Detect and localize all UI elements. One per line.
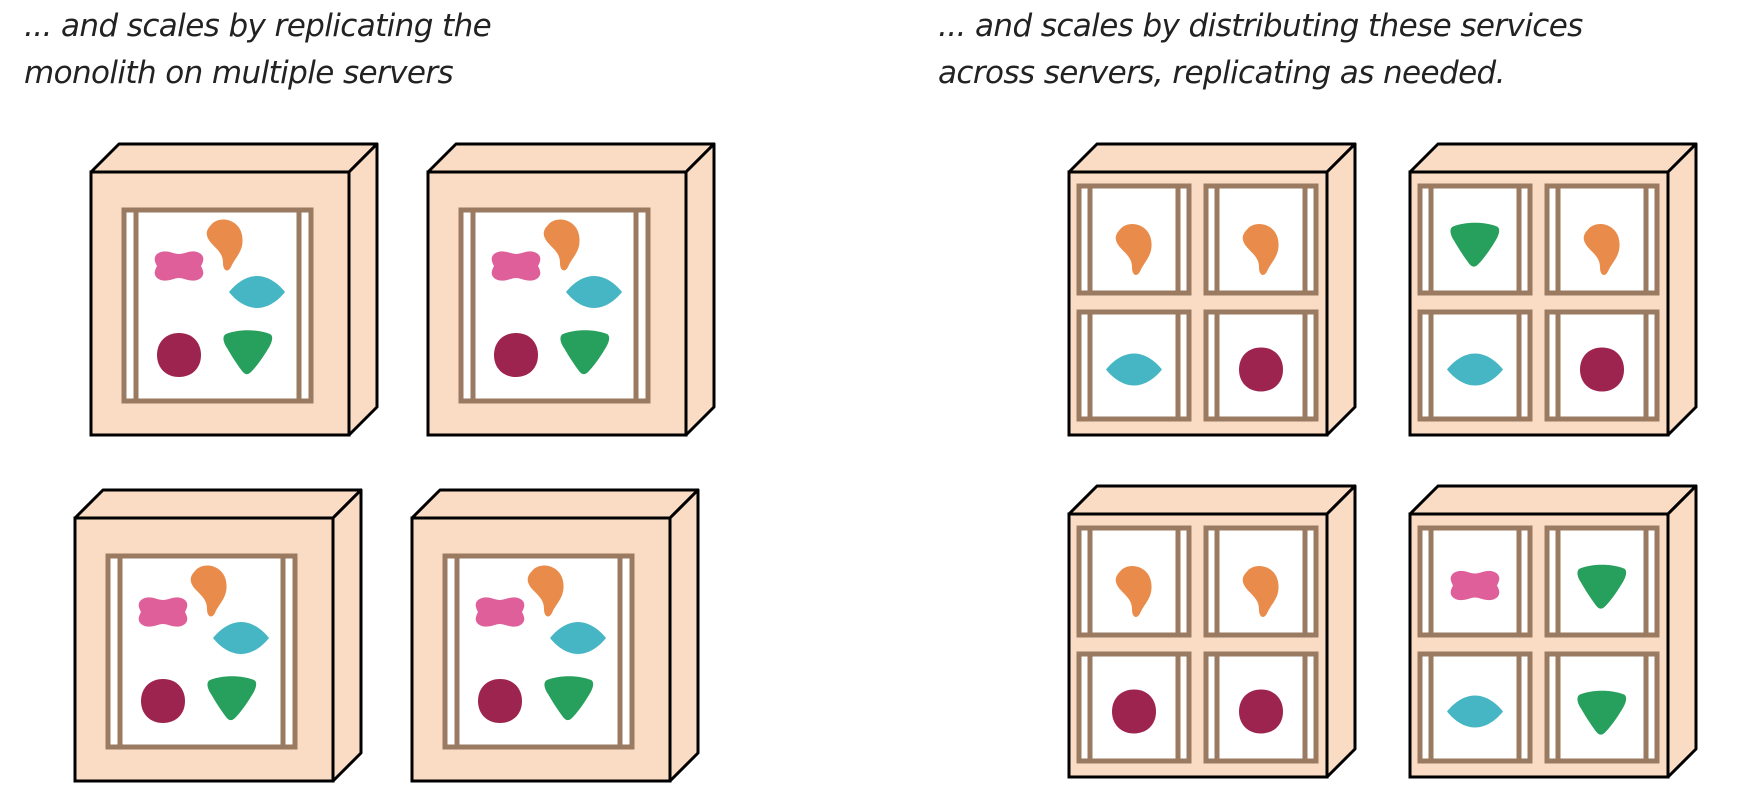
green-service-icon bbox=[1577, 690, 1627, 735]
server-side-face bbox=[1325, 142, 1357, 437]
orange-service-icon bbox=[206, 219, 243, 271]
server-top-face bbox=[410, 488, 700, 520]
service-panel bbox=[1544, 651, 1660, 764]
microservice-server-2 bbox=[1408, 142, 1698, 437]
green-service-icon bbox=[207, 676, 257, 721]
green-service-icon bbox=[544, 676, 594, 721]
server-side-face bbox=[1666, 484, 1698, 779]
orange-service-icon bbox=[543, 219, 580, 271]
teal-service-icon bbox=[566, 276, 622, 308]
server-top-face bbox=[89, 142, 379, 174]
monolith-panel bbox=[458, 207, 651, 404]
server-side-face bbox=[1325, 484, 1357, 779]
caption-microservice-scaling: ... and scales by distributing these ser… bbox=[938, 3, 1583, 97]
panel-frame bbox=[1203, 525, 1319, 638]
service-panel bbox=[1076, 309, 1192, 422]
crimson-service-icon bbox=[494, 333, 538, 377]
microservice-server-3 bbox=[1067, 484, 1357, 779]
pink-service-icon bbox=[491, 251, 541, 281]
green-service-icon bbox=[560, 330, 610, 375]
service-panel bbox=[1417, 525, 1533, 638]
orange-service-icon bbox=[1242, 224, 1279, 275]
caption-line: monolith on multiple servers bbox=[24, 55, 454, 91]
server-side-face bbox=[1666, 142, 1698, 437]
orange-service-icon bbox=[1583, 224, 1620, 275]
caption-monolith-scaling: ... and scales by replicating the monoli… bbox=[24, 3, 492, 97]
caption-line: across servers, replicating as needed. bbox=[938, 55, 1505, 91]
microservice-server-group bbox=[1067, 142, 1698, 779]
server-top-face bbox=[1408, 484, 1698, 516]
monolith-server-3 bbox=[73, 488, 363, 783]
panel-frame bbox=[1544, 525, 1660, 638]
caption-line: ... and scales by replicating the bbox=[24, 8, 492, 44]
service-panel bbox=[1417, 183, 1533, 296]
monolith-server-2 bbox=[426, 142, 716, 437]
teal-service-icon bbox=[1447, 353, 1503, 386]
server-top-face bbox=[1067, 142, 1357, 174]
crimson-service-icon bbox=[1239, 689, 1283, 734]
service-panel bbox=[1076, 183, 1192, 296]
crimson-service-icon bbox=[141, 679, 185, 723]
green-service-icon bbox=[1450, 222, 1500, 267]
server-side-face bbox=[347, 142, 379, 437]
server-top-face bbox=[426, 142, 716, 174]
service-panel bbox=[1076, 525, 1192, 638]
teal-service-icon bbox=[229, 276, 285, 308]
service-panel bbox=[1544, 309, 1660, 422]
service-panel bbox=[1544, 183, 1660, 296]
crimson-service-icon bbox=[1239, 347, 1283, 392]
microservice-server-4 bbox=[1408, 484, 1698, 779]
monolith-server-1 bbox=[89, 142, 379, 437]
server-side-face bbox=[331, 488, 363, 783]
orange-service-icon bbox=[1115, 566, 1152, 617]
crimson-service-icon bbox=[1580, 347, 1624, 392]
server-side-face bbox=[684, 142, 716, 437]
panel-frame bbox=[1203, 309, 1319, 422]
pink-service-icon bbox=[1450, 570, 1500, 601]
server-top-face bbox=[73, 488, 363, 520]
green-service-icon bbox=[223, 330, 273, 375]
microservice-server-1 bbox=[1067, 142, 1357, 437]
service-panel bbox=[1076, 651, 1192, 764]
panel-frame bbox=[1544, 183, 1660, 296]
service-panel bbox=[1544, 525, 1660, 638]
pink-service-icon bbox=[154, 251, 204, 281]
service-panel bbox=[1203, 651, 1319, 764]
teal-service-icon bbox=[550, 622, 606, 654]
server-top-face bbox=[1067, 484, 1357, 516]
orange-service-icon bbox=[527, 565, 564, 617]
teal-service-icon bbox=[1447, 695, 1503, 728]
orange-service-icon bbox=[1115, 224, 1152, 275]
teal-service-icon bbox=[213, 622, 269, 654]
server-side-face bbox=[668, 488, 700, 783]
teal-service-icon bbox=[1106, 353, 1162, 386]
monolith-panel bbox=[121, 207, 314, 404]
service-panel bbox=[1203, 183, 1319, 296]
service-panel bbox=[1203, 525, 1319, 638]
service-panel bbox=[1203, 309, 1319, 422]
caption-line: ... and scales by distributing these ser… bbox=[938, 8, 1583, 44]
orange-service-icon bbox=[1242, 566, 1279, 617]
pink-service-icon bbox=[138, 597, 188, 627]
service-panel bbox=[1417, 651, 1533, 764]
crimson-service-icon bbox=[157, 333, 201, 377]
monolith-server-4 bbox=[410, 488, 700, 783]
crimson-service-icon bbox=[478, 679, 522, 723]
monolith-server-group bbox=[73, 142, 716, 783]
green-service-icon bbox=[1577, 564, 1627, 609]
pink-service-icon bbox=[475, 597, 525, 627]
orange-service-icon bbox=[190, 565, 227, 617]
service-panel bbox=[1417, 309, 1533, 422]
monolith-panel bbox=[442, 553, 635, 750]
monolith-panel bbox=[105, 553, 298, 750]
server-top-face bbox=[1408, 142, 1698, 174]
crimson-service-icon bbox=[1112, 689, 1156, 734]
